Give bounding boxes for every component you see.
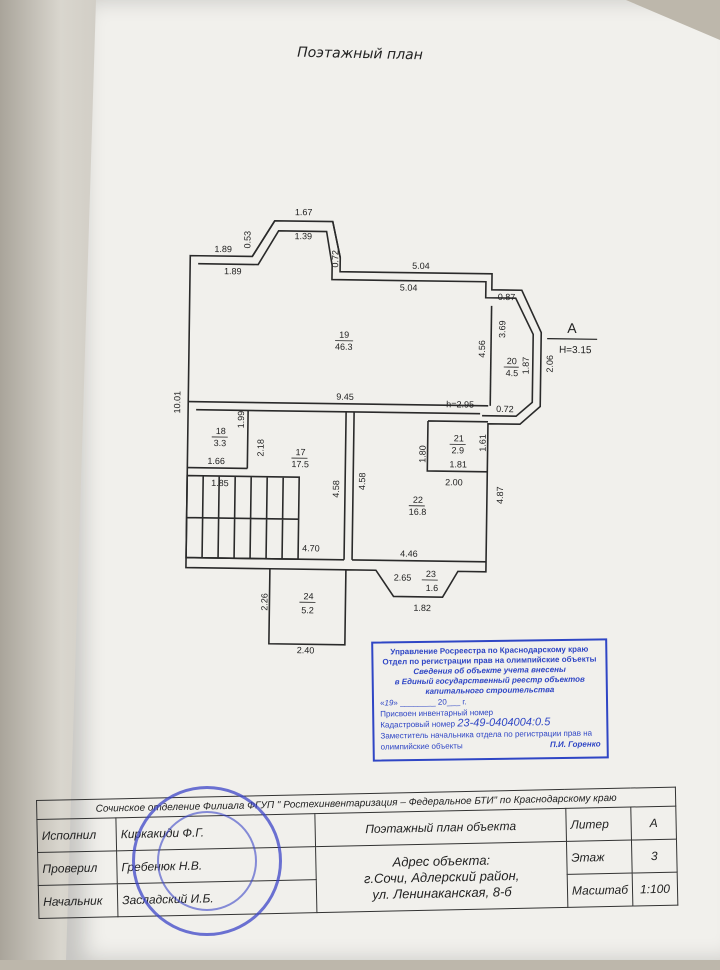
stamp-date-year: 20 [438, 698, 447, 707]
dim-0.72-b: 0.72 [496, 404, 514, 414]
room-21-num: 21 [454, 433, 464, 443]
stamp-date-suffix: г. [462, 697, 466, 706]
dim-5.04: 5.04 [400, 283, 418, 293]
dim-10.01: 10.01 [172, 391, 182, 414]
room-23-num: 23 [426, 569, 436, 579]
room-22-area: 16.8 [409, 507, 427, 517]
dim-0.53: 0.53 [242, 231, 252, 249]
wall-470 [186, 558, 486, 562]
dim-1.82: 1.82 [413, 603, 431, 613]
executor-label: Исполнил [37, 818, 117, 853]
room-23-area: 1.6 [426, 583, 439, 593]
dim-4.58-b: 4.58 [357, 472, 367, 490]
dim-2.06: 2.06 [545, 355, 555, 373]
dim-4.70: 4.70 [302, 543, 320, 553]
dim-1.89: 1.89 [224, 266, 242, 276]
dim-1.39: 1.39 [294, 231, 312, 241]
dim-1.80: 1.80 [417, 445, 427, 463]
scale-value: 1:100 [632, 872, 678, 906]
address-cell: Адрес объекта: г.Сочи, Адлерский район, … [316, 841, 568, 912]
scale-label: Масштаб [567, 873, 633, 907]
height-label: Н=3.15 [559, 345, 592, 356]
dim-2.18: 2.18 [255, 439, 265, 457]
dim-2.40: 2.40 [297, 645, 315, 655]
checked-label: Проверил [38, 851, 118, 886]
dim-1.99: 1.99 [236, 411, 246, 429]
wall-945 [188, 402, 488, 414]
dim-0.87: 0.87 [498, 292, 516, 302]
dim-1.89-top: 1.89 [214, 244, 232, 254]
section-line [547, 339, 597, 340]
title-block: Сочинское отделение Филиала ФГУП " Росте… [36, 787, 679, 970]
room-17-num: 17 [295, 447, 305, 457]
room-24-num: 24 [303, 591, 313, 601]
chief-label: Начальник [38, 884, 118, 919]
room-19-num: 19 [339, 330, 349, 340]
dim-9.45: 9.45 [336, 392, 354, 402]
stamp-deputy-name: П.И. Горенко [550, 738, 601, 750]
dim-2.26: 2.26 [259, 593, 269, 611]
doc-title: Поэтажный план объекта [315, 808, 567, 846]
registration-stamp: Управление Росреестра по Краснодарскому … [371, 638, 609, 761]
dim-2.65: 2.65 [394, 572, 412, 582]
dim-4.56: 4.56 [477, 340, 487, 358]
dim-4.87: 4.87 [495, 486, 505, 504]
dim-5.04-top: 5.04 [412, 261, 430, 271]
stamp-date-day: 19 [384, 698, 393, 707]
outer-wall-inner [196, 230, 535, 417]
room24 [270, 569, 346, 570]
floor-value: 3 [631, 839, 677, 873]
floor-label: Этаж [566, 840, 632, 874]
dim-1.87: 1.87 [521, 357, 531, 375]
stamp-cad-label: Кадастровый номер [380, 719, 455, 729]
room-22-num: 22 [413, 495, 423, 505]
round-seal [132, 786, 282, 936]
dim-1.67: 1.67 [295, 207, 313, 217]
dim-1.81: 1.81 [449, 459, 467, 469]
section-label: А [567, 320, 577, 336]
room-20-area: 4.5 [506, 368, 519, 378]
dim-4.46: 4.46 [400, 549, 418, 559]
dim-1.61: 1.61 [478, 434, 488, 452]
room-19-area: 46.3 [335, 342, 353, 352]
room-21-area: 2.9 [452, 445, 465, 455]
dim-3.69: 3.69 [497, 320, 507, 338]
dim-4.58-a: 4.58 [331, 480, 341, 498]
room-18-num: 18 [216, 426, 226, 436]
liter-value: А [631, 806, 677, 840]
room-20-num: 20 [507, 356, 517, 366]
stairs [186, 476, 299, 560]
stamp-deputy-row: олимпийские объекты П.И. Горенко [381, 738, 601, 752]
liter-label: Литер [566, 807, 632, 841]
dim-2.00: 2.00 [445, 477, 463, 487]
stamp-deputy-2: олимпийские объекты [381, 741, 463, 751]
outer-wall [185, 220, 543, 648]
room-24-area: 5.2 [301, 605, 314, 615]
wall-17-22 [344, 412, 354, 560]
room-17-area: 17.5 [291, 459, 309, 469]
wall-room20 [490, 306, 491, 406]
room-18-area: 3.3 [214, 438, 227, 448]
dim-0.72: 0.72 [330, 250, 340, 268]
dim-1.66: 1.66 [207, 456, 225, 466]
dim-1.85: 1.85 [211, 478, 229, 488]
height-2.95: h=2.95 [446, 399, 474, 409]
